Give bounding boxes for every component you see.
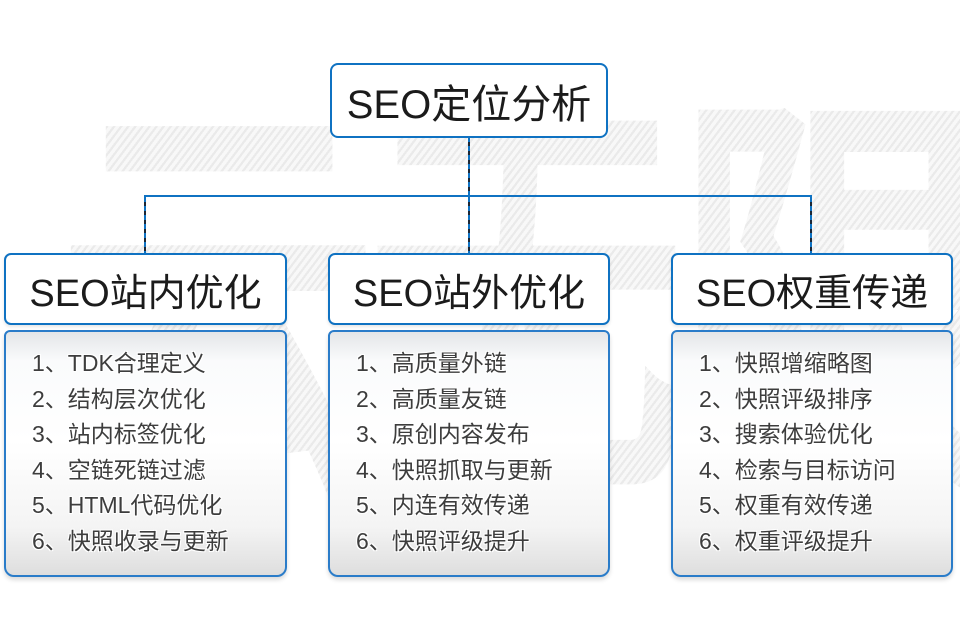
list-item: 3、站内标签优化 (32, 421, 206, 447)
list-item: 3、原创内容发布 (356, 421, 530, 447)
column-panel-weight: 1、快照增缩略图 2、快照评级排序 3、搜索体验优化 4、检索与目标访问 5、权… (671, 330, 953, 577)
list-item: 5、HTML代码优化 (32, 492, 223, 518)
list-item: 1、高质量外链 (356, 350, 507, 376)
root-node-seo-positioning: SEO定位分析 (330, 63, 608, 138)
list-item: 1、TDK合理定义 (32, 350, 206, 376)
list-item: 4、空链死链过滤 (32, 456, 206, 483)
connector-rail (144, 195, 812, 197)
list-item: 1、快照增缩略图 (699, 350, 873, 376)
list-item: 6、快照收录与更新 (32, 527, 229, 554)
column-header-onsite: SEO站内优化 (4, 253, 287, 325)
column-header-label: SEO站内优化 (29, 272, 262, 315)
column-header-label: SEO站外优化 (352, 272, 586, 315)
connector-drop-right (810, 197, 812, 254)
list-item: 6、权重评级提升 (699, 527, 873, 554)
list-item: 2、快照评级排序 (699, 385, 873, 412)
connector-root-stub (468, 137, 470, 196)
column-header-offsite: SEO站外优化 (328, 253, 610, 325)
list-item: 2、结构层次优化 (32, 385, 206, 412)
list-item: 4、快照抓取与更新 (356, 456, 553, 483)
connector-drop-left (144, 197, 146, 254)
column-panel-onsite: 1、TDK合理定义 2、结构层次优化 3、站内标签优化 4、空链死链过滤 5、H… (4, 330, 287, 577)
column-panel-offsite: 1、高质量外链 2、高质量友链 3、原创内容发布 4、快照抓取与更新 5、内连有… (328, 330, 610, 577)
column-header-weight: SEO权重传递 (671, 253, 953, 325)
list-item: 5、内连有效传递 (356, 492, 530, 518)
column-header-label: SEO权重传递 (695, 272, 929, 315)
list-item: 6、快照评级提升 (356, 527, 530, 554)
list-item: 3、搜索体验优化 (699, 421, 873, 447)
list-item: 4、检索与目标访问 (699, 456, 896, 483)
list-item: 5、权重有效传递 (699, 492, 873, 518)
list-item: 2、高质量友链 (356, 385, 507, 412)
connector-drop-middle (468, 197, 470, 254)
root-node-label: SEO定位分析 (346, 82, 592, 127)
